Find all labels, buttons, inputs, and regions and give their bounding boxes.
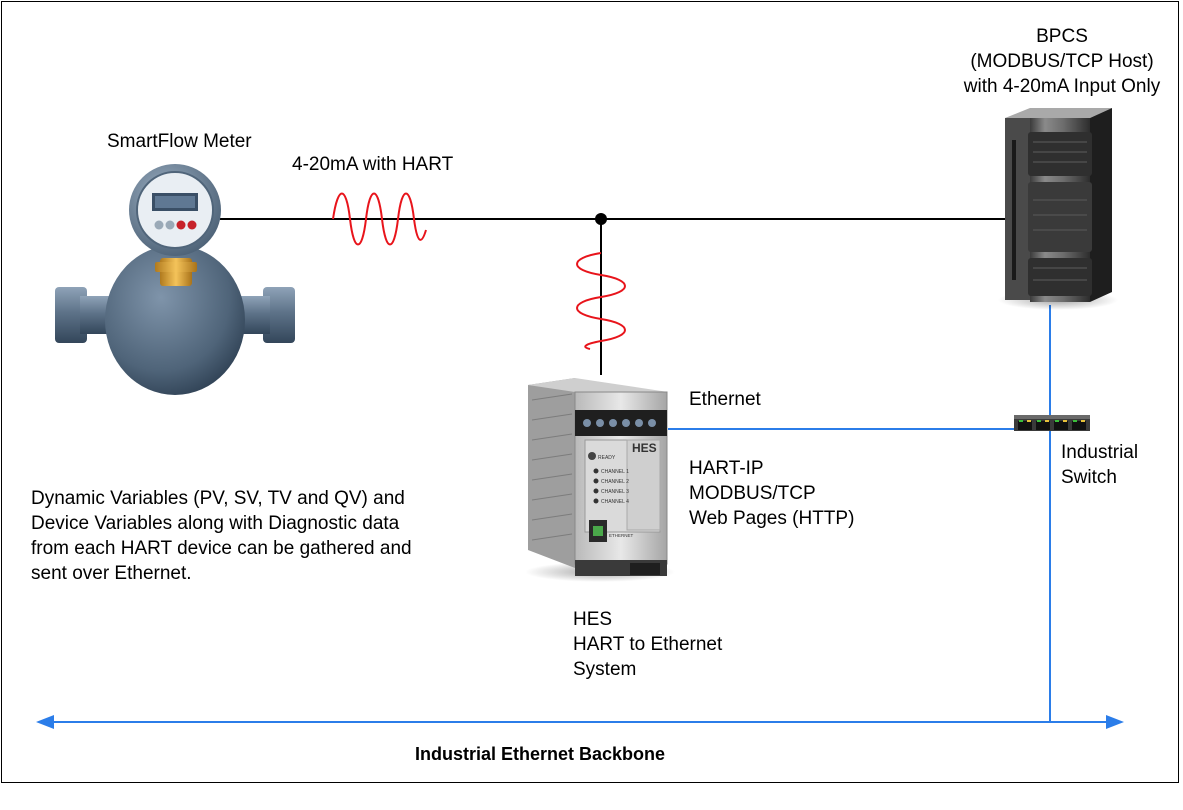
- description-line: Device Variables along with Diagnostic d…: [31, 513, 400, 534]
- network-switch-icon: [1014, 415, 1090, 431]
- bpcs-label-line: with 4-20mA Input Only: [963, 76, 1161, 97]
- hes-channel-2-text: CHANNEL 2: [601, 479, 629, 485]
- bpcs-label: BPCS (MODBUS/TCP Host) with 4-20mA Input…: [950, 24, 1174, 99]
- flow-meter-icon: [55, 164, 295, 395]
- switch-label: Industrial Switch: [1061, 440, 1138, 490]
- hes-channel-1-text: CHANNEL 1: [601, 469, 629, 475]
- hes-label-line: HES: [573, 609, 613, 630]
- description-text: Dynamic Variables (PV, SV, TV and QV) an…: [31, 486, 412, 586]
- hes-label: HES HART to Ethernet System: [573, 607, 722, 682]
- signal-label: 4-20mA with HART: [292, 154, 454, 175]
- bpcs-label-line: (MODBUS/TCP Host): [970, 51, 1154, 72]
- meter-label: SmartFlow Meter: [107, 131, 252, 152]
- diagram-frame: [1, 1, 1179, 783]
- hes-ethernet-port-text: ETHERNET: [609, 533, 634, 538]
- hes-label-line: System: [573, 659, 637, 680]
- bpcs-label-line: BPCS: [1036, 26, 1088, 47]
- hes-ready-text: READY: [598, 455, 616, 461]
- server-tower-icon: [998, 108, 1118, 310]
- protocol-item: HART-IP: [689, 458, 764, 479]
- backbone-arrow-left-icon: [36, 715, 54, 729]
- switch-label-line: Switch: [1061, 467, 1117, 488]
- switch-label-line: Industrial: [1061, 442, 1139, 463]
- backbone-label: Industrial Ethernet Backbone: [415, 744, 666, 764]
- hes-channel-4-text: CHANNEL 4: [601, 499, 629, 505]
- hes-logo-text: HES: [632, 441, 657, 455]
- protocols-label: HART-IP MODBUS/TCP Web Pages (HTTP): [689, 456, 854, 531]
- hes-channel-3-text: CHANNEL 3: [601, 489, 629, 495]
- ethernet-label: Ethernet: [689, 389, 761, 410]
- protocol-item: MODBUS/TCP: [689, 483, 816, 504]
- hes-label-line: HART to Ethernet: [573, 634, 723, 655]
- wire-junction: [595, 213, 607, 225]
- description-line: Dynamic Variables (PV, SV, TV and QV) an…: [31, 488, 405, 509]
- hart-signal-wave-vertical: [576, 252, 626, 350]
- backbone-arrow-right-icon: [1106, 715, 1124, 729]
- protocol-item: Web Pages (HTTP): [689, 508, 855, 529]
- hes-module-icon: HES READY CHANNEL 1 CHANNEL 2 CHANNEL 3 …: [525, 378, 675, 582]
- description-line: from each HART device can be gathered an…: [31, 538, 412, 559]
- hart-signal-wave-horizontal: [332, 192, 427, 246]
- description-line: sent over Ethernet.: [31, 563, 192, 584]
